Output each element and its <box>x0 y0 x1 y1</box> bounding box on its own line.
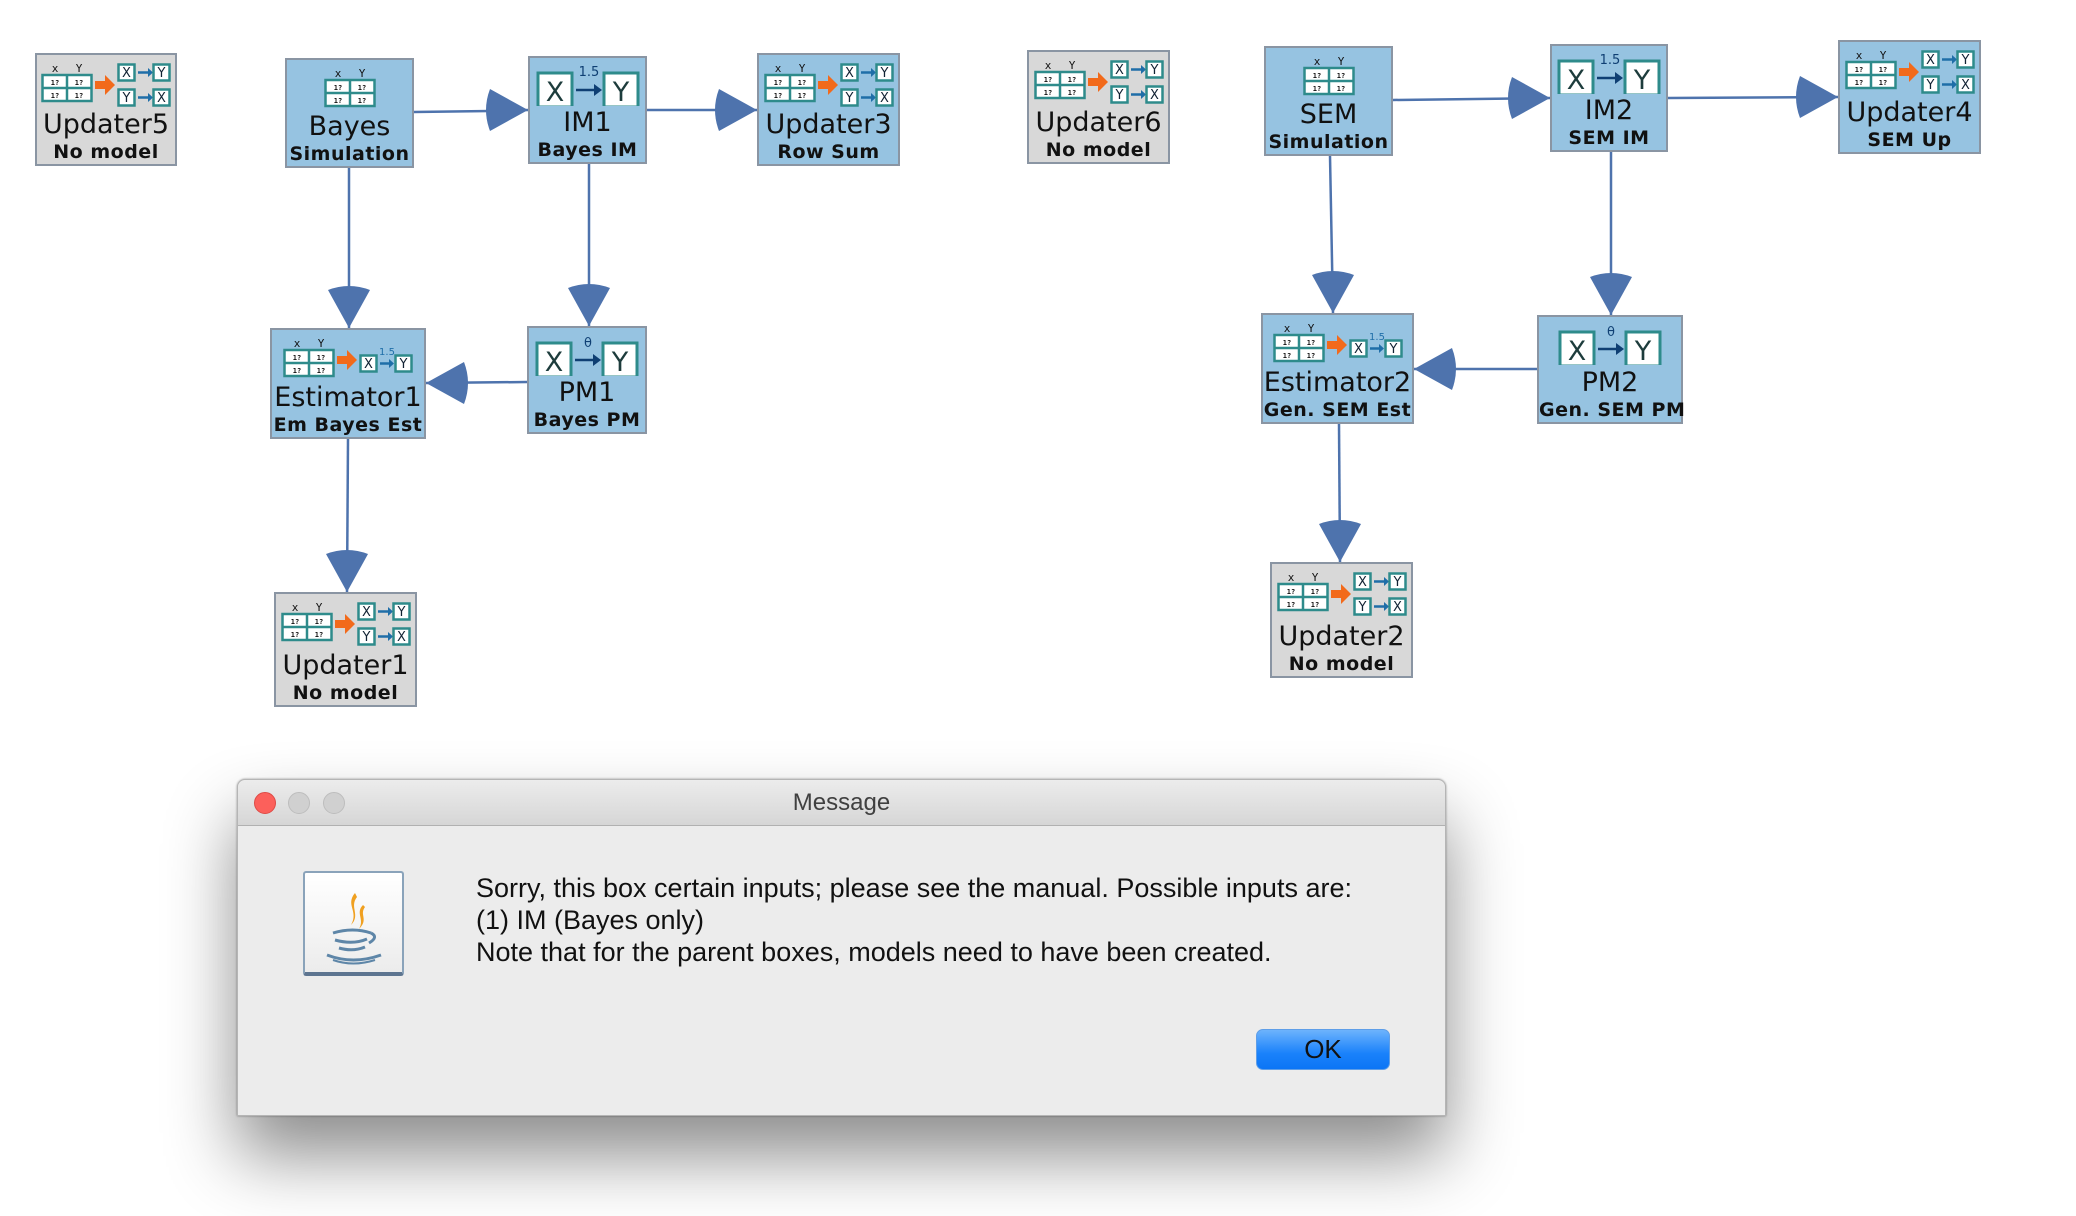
dialog-titlebar[interactable]: Message <box>238 780 1445 826</box>
node-name: PM2 <box>1581 367 1639 398</box>
node-updater4[interactable]: Updater4 SEM Up <box>1838 40 1981 154</box>
node-name: PM1 <box>558 377 616 408</box>
updater-icon <box>276 602 415 648</box>
updater-icon <box>1272 572 1411 618</box>
node-pm1[interactable]: θ PM1 Bayes PM <box>527 326 647 434</box>
simulation-data-icon <box>1266 56 1391 102</box>
node-model-type: Simulation <box>1268 131 1389 153</box>
node-model-type: Bayes PM <box>533 409 641 431</box>
updater-icon <box>1840 50 1979 96</box>
close-window-button[interactable] <box>254 792 276 814</box>
node-name: IM1 <box>563 107 612 138</box>
updater-icon <box>1029 60 1168 106</box>
estimator-icon <box>1263 323 1412 369</box>
minimize-window-button <box>288 792 310 814</box>
node-name: Updater6 <box>1035 107 1162 138</box>
node-model-type: Simulation <box>289 143 410 165</box>
node-updater1[interactable]: Updater1 No model <box>274 592 417 707</box>
node-model-type: Bayes IM <box>537 139 638 161</box>
node-sem-simulation[interactable]: SEM Simulation <box>1264 46 1393 156</box>
instantiated-model-icon: 1.5 <box>530 62 645 108</box>
node-updater5[interactable]: Updater5 No model <box>35 53 177 166</box>
node-model-type: Gen. SEM PM <box>1539 399 1686 421</box>
node-model-type: SEM Up <box>1867 129 1952 151</box>
parametric-model-icon: θ <box>1539 321 1681 367</box>
updater-icon <box>759 63 898 109</box>
node-name: Updater3 <box>765 109 892 140</box>
node-model-type: Row Sum <box>777 141 880 163</box>
node-model-type: SEM IM <box>1568 127 1650 149</box>
node-name: Estimator1 <box>274 382 422 413</box>
node-im1[interactable]: 1.5 IM1 Bayes IM <box>528 56 647 164</box>
node-name: Updater4 <box>1846 97 1973 128</box>
estimator-icon <box>272 338 424 384</box>
node-model-type: Gen. SEM Est <box>1263 399 1412 421</box>
dialog-message: Sorry, this box certain inputs; please s… <box>476 872 1352 968</box>
node-name: SEM <box>1299 99 1358 130</box>
node-name: Updater5 <box>42 109 170 140</box>
node-model-type: No model <box>292 682 399 704</box>
node-updater2[interactable]: Updater2 No model <box>1270 562 1413 678</box>
parametric-model-icon: θ <box>529 332 645 378</box>
ok-button[interactable]: OK <box>1256 1029 1390 1070</box>
instantiated-model-icon: 1.5 <box>1552 50 1666 96</box>
node-model-type: No model <box>53 141 159 163</box>
message-line: Note that for the parent boxes, models n… <box>476 937 1272 967</box>
node-name: Bayes <box>308 111 391 142</box>
message-dialog: Message Sorry, this box certain inputs; … <box>237 779 1446 1116</box>
message-line: (1) IM (Bayes only) <box>476 905 705 935</box>
svg-text:1.5: 1.5 <box>578 65 599 80</box>
simulation-data-icon <box>287 68 412 114</box>
node-estimator1[interactable]: Estimator1 Em Bayes Est <box>270 328 426 439</box>
node-estimator2[interactable]: Estimator2 Gen. SEM Est <box>1261 313 1414 424</box>
svg-text:θ: θ <box>1607 325 1615 340</box>
node-name: IM2 <box>1584 95 1634 126</box>
node-pm2[interactable]: θ PM2 Gen. SEM PM <box>1537 315 1686 424</box>
node-updater3[interactable]: Updater3 Row Sum <box>757 53 900 166</box>
zoom-window-button <box>323 792 345 814</box>
node-model-type: No model <box>1045 139 1152 161</box>
svg-text:1.5: 1.5 <box>1600 53 1621 68</box>
dialog-title: Message <box>792 789 891 816</box>
node-name: Estimator2 <box>1263 367 1412 398</box>
node-name: Updater2 <box>1278 621 1405 652</box>
java-icon <box>303 871 404 976</box>
updater-icon <box>37 63 175 109</box>
node-model-type: Em Bayes Est <box>273 414 423 436</box>
node-bayes-simulation[interactable]: Bayes Simulation <box>285 58 414 168</box>
node-updater6[interactable]: Updater6 No model <box>1027 50 1170 164</box>
svg-text:θ: θ <box>584 336 592 351</box>
node-name: Updater1 <box>282 650 409 681</box>
node-im2[interactable]: 1.5 IM2 SEM IM <box>1550 44 1668 152</box>
node-model-type: No model <box>1288 653 1395 675</box>
message-line: Sorry, this box certain inputs; please s… <box>476 873 1352 903</box>
